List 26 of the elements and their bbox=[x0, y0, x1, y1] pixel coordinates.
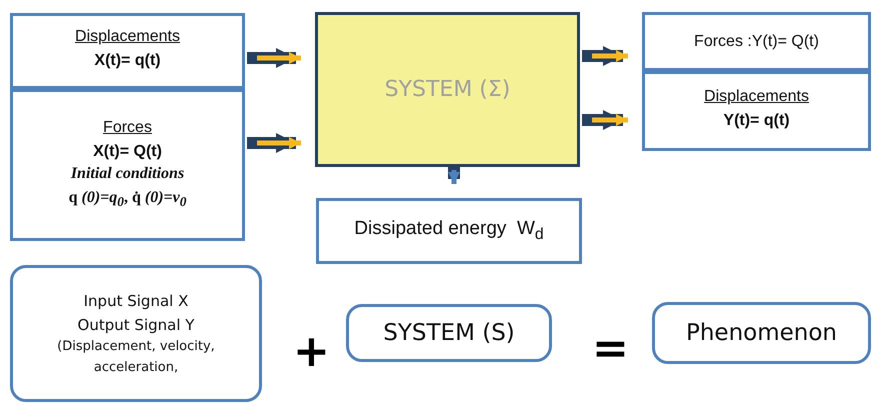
label: Dissipated energy W$_{d}$ bbox=[354, 218, 544, 244]
input-box bbox=[10, 89, 245, 241]
output-box bbox=[10, 13, 245, 89]
formula: q (0)=q$_{0}$, q̇ (0)=v$_{0}$ bbox=[68, 189, 186, 211]
formula: Y(t)= q(t) bbox=[723, 112, 790, 130]
rounded-box bbox=[10, 265, 262, 402]
label: SYSTEM (S) bbox=[383, 320, 515, 346]
system-box bbox=[315, 12, 580, 167]
label: Phenomenon bbox=[686, 320, 838, 346]
subheading: Initial conditions bbox=[70, 165, 184, 184]
formula: Forces :Y(t)= Q(t) bbox=[694, 32, 819, 50]
rounded-box bbox=[652, 302, 871, 364]
heading: Displacements bbox=[704, 88, 809, 106]
output-box bbox=[316, 198, 582, 264]
label: (Displacement, velocity, acceleration, bbox=[56, 338, 216, 376]
heading: Displacements bbox=[75, 28, 180, 46]
title: SYSTEM (Σ) bbox=[384, 77, 510, 102]
heading: Forces bbox=[103, 119, 152, 138]
operator-sign: = bbox=[592, 327, 629, 371]
formula: X(t)= q(t) bbox=[94, 52, 161, 70]
label: Input Signal X Output Signal Y bbox=[76, 290, 196, 336]
rounded-box bbox=[346, 304, 552, 362]
output-box bbox=[642, 12, 871, 71]
output-box bbox=[642, 71, 871, 151]
operator-sign: + bbox=[293, 330, 330, 374]
formula: X(t)= Q(t) bbox=[93, 143, 162, 162]
